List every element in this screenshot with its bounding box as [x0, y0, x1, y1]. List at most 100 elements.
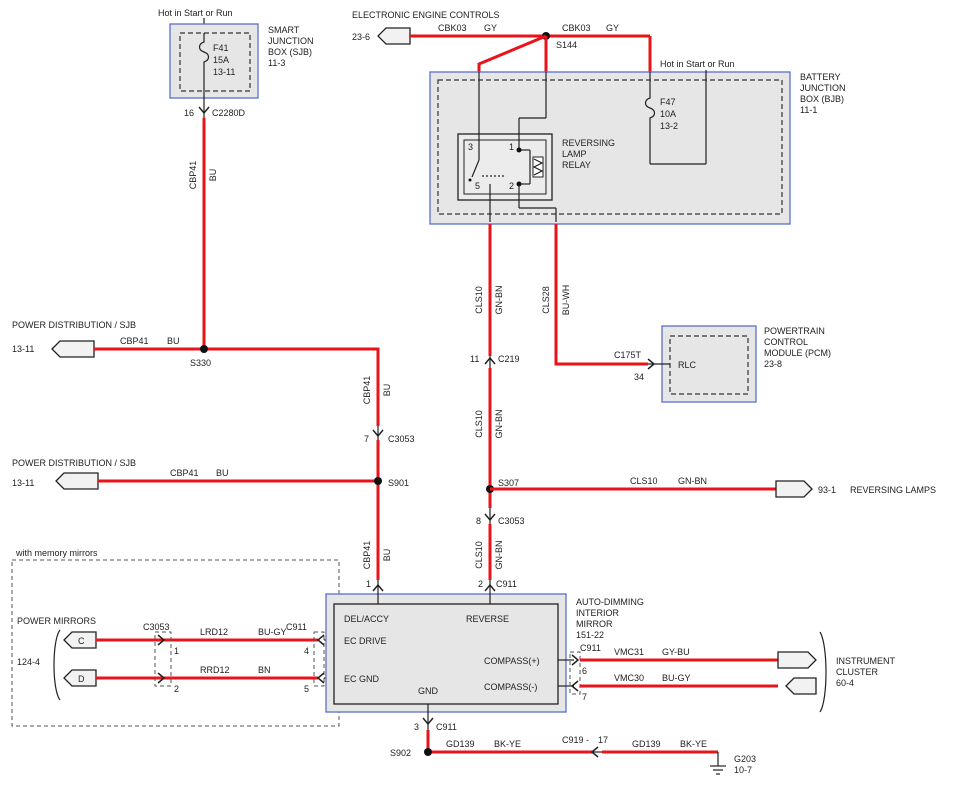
rev-lamps-connector-icon — [775, 480, 813, 498]
bjb-fuse-amp: 10A — [660, 109, 676, 119]
c911-1-icon — [372, 583, 384, 592]
wire-cls10-upper-color: GN-BN — [494, 286, 504, 315]
wire-cls28-color: BU-WH — [561, 285, 571, 316]
ground-ref: 10-7 — [734, 765, 752, 775]
bjb-fuse-id: F47 — [660, 97, 676, 107]
sjb-box — [169, 23, 259, 99]
pd2-connector-icon — [55, 472, 99, 490]
ground-circuit: 3 C911 S902 GD139 BK-YE C919 - 17 GD139 … — [390, 704, 756, 775]
c219-connector: C219 — [498, 354, 520, 364]
relay-label-2: LAMP — [562, 149, 587, 159]
wire-cls10-low-circuit: CLS10 — [474, 541, 484, 569]
pm-rrd-circuit: RRD12 — [200, 665, 230, 675]
pcm-title-1: POWERTRAIN — [764, 326, 825, 336]
wire-cls10-mid-color: GN-BN — [494, 410, 504, 439]
eec-color-left: GY — [484, 23, 497, 33]
pm-conn-d: D — [78, 674, 85, 684]
rev-label: REVERSING LAMPS — [850, 485, 936, 495]
pd1-splice: S330 — [190, 358, 211, 368]
ground-circuit-1: GD139 — [446, 739, 475, 749]
mirror-pin2: 2 — [478, 579, 483, 589]
pd1-ref: 13-11 — [12, 344, 34, 354]
eec-splice: S144 — [556, 40, 577, 50]
mirror-ref: 151-22 — [576, 630, 604, 640]
mirror-c911-2: C911 — [496, 579, 517, 589]
c3053-a-pin: 7 — [364, 434, 369, 444]
c911-4-icon — [316, 634, 325, 646]
mirror-reverse: REVERSE — [466, 614, 509, 624]
pcm-connector: C175T — [614, 350, 642, 360]
rev-splice: S307 — [498, 478, 519, 488]
c911-3-icon — [422, 717, 434, 726]
bjb-title-2: JUNCTION — [800, 83, 846, 93]
pm-c3053-dashed — [154, 631, 172, 687]
c219-pin: 11 — [470, 354, 479, 364]
pd1-color: BU — [167, 336, 180, 346]
relay-pin-2: 2 — [509, 181, 514, 191]
bjb-ref: 11-1 — [800, 105, 817, 115]
relay-label-1: REVERSING — [562, 138, 615, 148]
rev-circuit: CLS10 — [630, 476, 658, 486]
pm-c3053-1-icon — [157, 634, 166, 646]
rev-color: GN-BN — [678, 476, 707, 486]
ground-g: G203 — [734, 754, 756, 764]
pd1-title: POWER DISTRIBUTION / SJB — [12, 320, 136, 330]
pm-c911: C911 — [286, 622, 307, 632]
pd1-circuit: CBP41 — [120, 336, 149, 346]
pm-conn-c: C — [78, 636, 85, 646]
sjb-connector: C2280D — [212, 108, 246, 118]
mirror-title-2: INTERIOR — [576, 608, 620, 618]
pd1-connector-icon — [51, 340, 95, 358]
pd2-color: BU — [216, 468, 229, 478]
wire-cls10-low-color: GN-BN — [494, 541, 504, 570]
pm-ref: 124-4 — [17, 657, 40, 667]
mirror-compass-pos: COMPASS(+) — [484, 656, 540, 666]
sjb-inner-dashed — [179, 32, 251, 92]
power-mirrors: POWER MIRRORS 124-4 C D C3053 1 2 LRD12 … — [17, 616, 334, 701]
pd2-splice: S901 — [388, 478, 409, 488]
pcm-ref: 23-8 — [764, 359, 782, 369]
sjb-hot-label: Hot in Start or Run — [158, 8, 233, 18]
sjb-fuse-ref: 13-11 — [213, 67, 235, 77]
c911-2-icon — [484, 583, 496, 592]
pm-pin4: 4 — [304, 646, 309, 656]
cluster-vmc30: VMC30 — [614, 673, 644, 683]
sjb-fuse-icon — [198, 33, 210, 98]
instrument-cluster-feed: C911 6 7 VMC31 GY-BU VMC30 BU-GY INSTRUM… — [558, 631, 895, 713]
sjb-title-1: SMART — [268, 25, 300, 35]
pd2-title: POWER DISTRIBUTION / SJB — [12, 458, 136, 468]
pcm-pin-label: RLC — [678, 360, 697, 370]
pm-bracket — [53, 629, 61, 701]
eec-feed: ELECTRONIC ENGINE CONTROLS 23-6 CBK03 GY… — [352, 10, 652, 72]
ground-pin: 3 — [414, 722, 419, 732]
pcm-module: RLC C175T 34 POWERTRAIN CONTROL MODULE (… — [614, 325, 831, 403]
cluster-title-1: INSTRUMENT — [836, 656, 895, 666]
mirror-title-1: AUTO-DIMMING — [576, 597, 644, 607]
eec-connector-icon — [377, 27, 411, 45]
cluster-pin6: 6 — [582, 666, 587, 676]
smart-junction-box: Hot in Start or Run F41 15A 13-11 SMART … — [158, 8, 314, 118]
pm-c3053-2-icon — [157, 672, 166, 684]
s330-splice-dot — [200, 345, 208, 353]
ground-pin17: 17 — [598, 735, 608, 745]
s901-splice-dot — [374, 477, 382, 485]
mirror-ec-drive: EC DRIVE — [344, 636, 387, 646]
power-distribution-2: POWER DISTRIBUTION / SJB 13-11 CBP41 BU … — [12, 458, 409, 490]
cluster-vmc30-color: BU-GY — [662, 673, 691, 683]
pm-lrd-color: BU-GY — [258, 627, 287, 637]
wire-cls28 — [554, 224, 648, 366]
cluster-connector-1-icon — [777, 651, 817, 669]
c3053-a-connector: C3053 — [388, 434, 415, 444]
s902-splice-dot — [424, 748, 432, 756]
wire-cls10-mid-circuit: CLS10 — [474, 410, 484, 438]
bjb-hot-label: Hot in Start or Run — [660, 59, 735, 69]
pm-title: POWER MIRRORS — [17, 616, 96, 626]
bjb-fuse-ref: 13-2 — [660, 121, 678, 131]
pcm-pin: 34 — [634, 372, 644, 382]
eec-title: ELECTRONIC ENGINE CONTROLS — [352, 10, 500, 20]
sjb-pin: 16 — [184, 108, 194, 118]
ground-splice: S902 — [390, 748, 411, 758]
bjb-title-3: BOX (BJB) — [800, 94, 844, 104]
relay-pin-5: 5 — [475, 181, 480, 191]
mirror-compass-neg: COMPASS(-) — [484, 682, 537, 692]
